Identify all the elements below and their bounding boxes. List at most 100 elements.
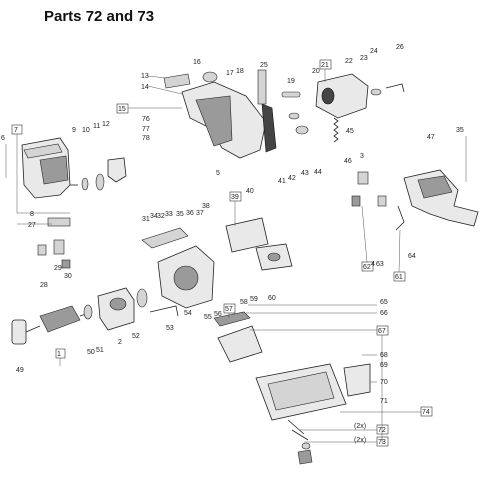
label-72: 72 [378,427,386,434]
label-box-1 [55,348,66,359]
seal-ring-shape-2 [295,125,309,135]
label-box-73 [376,436,389,447]
label-7: 7 [14,127,18,134]
label-37: 37 [196,210,204,217]
leader-lines [5,69,467,443]
pivot-pin-shape [281,91,301,98]
label-59: 59 [250,296,258,303]
label-19: 19 [287,78,295,85]
label-23: 23 [360,55,368,62]
motor-housing-shape [21,137,71,199]
label-5: 5 [216,170,220,177]
label-29: 29 [54,265,62,272]
label-70: 70 [380,379,388,386]
label-40: 40 [246,188,254,195]
hex-key-shape [149,305,179,317]
electronics-module-shape [225,217,293,271]
label-33: 33 [165,211,173,218]
label-box-21 [319,59,332,70]
label-10: 10 [82,127,90,134]
label-49-left: 49 [16,367,24,374]
scale-bar-shape [257,69,267,105]
label-52: 52 [132,333,140,340]
label-qty-2x-b: (2x) [354,437,366,444]
label-58: 58 [240,299,248,306]
part-number-labels: 6 7 8 9 10 11 12 13 14 15 16 17 18 19 20… [1,44,464,446]
spring-shape [333,117,339,143]
label-13: 13 [141,73,149,80]
label-box-15 [116,103,129,114]
washer-screw-set [70,157,127,191]
label-69: 69 [380,362,388,369]
blade-guard-shape [163,71,277,159]
label-78: 78 [142,135,150,142]
label-65: 65 [380,299,388,306]
label-71: 71 [380,398,388,405]
label-16: 16 [193,59,201,66]
label-24: 24 [370,48,378,55]
seal-ring-shape [288,112,300,120]
label-73: 73 [378,439,386,446]
label-31: 31 [142,216,150,223]
label-28: 28 [40,282,48,289]
label-62: 62 [363,264,371,271]
label-18: 18 [236,68,244,75]
label-11: 11 [93,123,100,130]
label-qty-2x-a: (2x) [354,423,366,430]
label-36: 36 [186,210,194,217]
label-box-74 [420,406,433,417]
label-34: 34 [150,213,158,220]
label-57: 57 [225,306,233,313]
rotor-armature-shape [11,305,93,345]
label-54: 54 [184,310,192,317]
label-15: 15 [118,106,126,113]
label-44: 44 [314,169,322,176]
label-55: 55 [204,314,212,321]
label-64: 64 [408,253,416,260]
label-box-62 [361,261,374,272]
label-77: 77 [142,126,150,133]
label-9: 9 [72,127,76,134]
label-22: 22 [345,58,353,65]
label-20: 20 [312,68,320,75]
handle-assembly-shape [403,169,479,227]
label-box-67 [376,325,389,336]
label-26: 26 [396,44,404,51]
label-32: 32 [157,213,165,220]
brush-holder-set [37,217,71,269]
label-12: 12 [102,121,110,128]
diagram-title: Parts 72 and 73 [44,8,155,25]
label-21: 21 [321,62,329,69]
label-51: 51 [96,347,104,354]
gear-housing-shape [141,227,215,309]
label-43: 43 [301,170,309,177]
label-38: 38 [202,203,210,210]
label-39: 39 [231,194,239,201]
label-box-39 [229,191,242,202]
stator-field-shape [83,287,148,331]
label-74: 74 [422,409,430,416]
label-56: 56 [214,311,222,318]
label-35: 35 [176,211,184,218]
label-box-61 [393,271,406,282]
depth-bracket-shape [315,73,405,119]
fastener-set-shape [287,419,313,465]
label-53: 53 [166,325,174,332]
label-63: 63 [376,261,384,268]
label-35-right: 35 [456,127,464,134]
label-50: 50 [87,349,95,356]
label-41: 41 [278,178,286,185]
label-14: 14 [141,84,149,91]
label-66: 66 [380,310,388,317]
label-box-72 [376,424,389,435]
label-1: 1 [57,351,61,358]
label-box-57 [223,303,236,314]
label-42: 42 [288,175,296,182]
label-4: 4 [371,261,375,268]
label-60: 60 [268,295,276,302]
base-plate-shape [213,311,371,421]
label-27: 27 [28,222,36,229]
label-68: 68 [380,352,388,359]
